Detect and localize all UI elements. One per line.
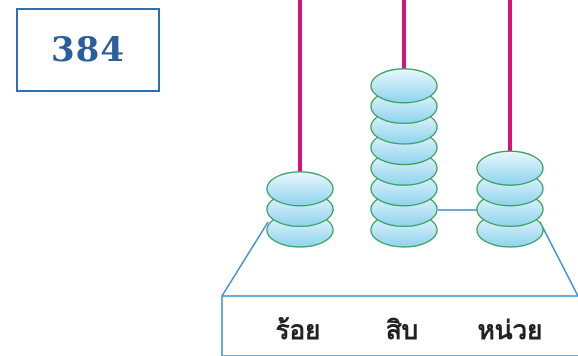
base-right-slant — [539, 221, 578, 297]
label-hundreds: ร้อย — [275, 316, 321, 346]
bead-tens-8 — [370, 68, 438, 104]
label-ones: หน่วย — [477, 316, 543, 346]
abacus-rods — [298, 0, 512, 174]
number-box: 384 — [16, 8, 160, 92]
bead-hundreds-3 — [266, 171, 334, 207]
abacus-beads — [266, 68, 544, 248]
base-left-slant — [221, 221, 269, 297]
bead-ones-4 — [476, 150, 544, 186]
abacus-base — [221, 209, 578, 356]
label-tens: สิบ — [385, 316, 419, 346]
base-front-panel — [221, 295, 578, 356]
number-value: 384 — [51, 30, 125, 70]
